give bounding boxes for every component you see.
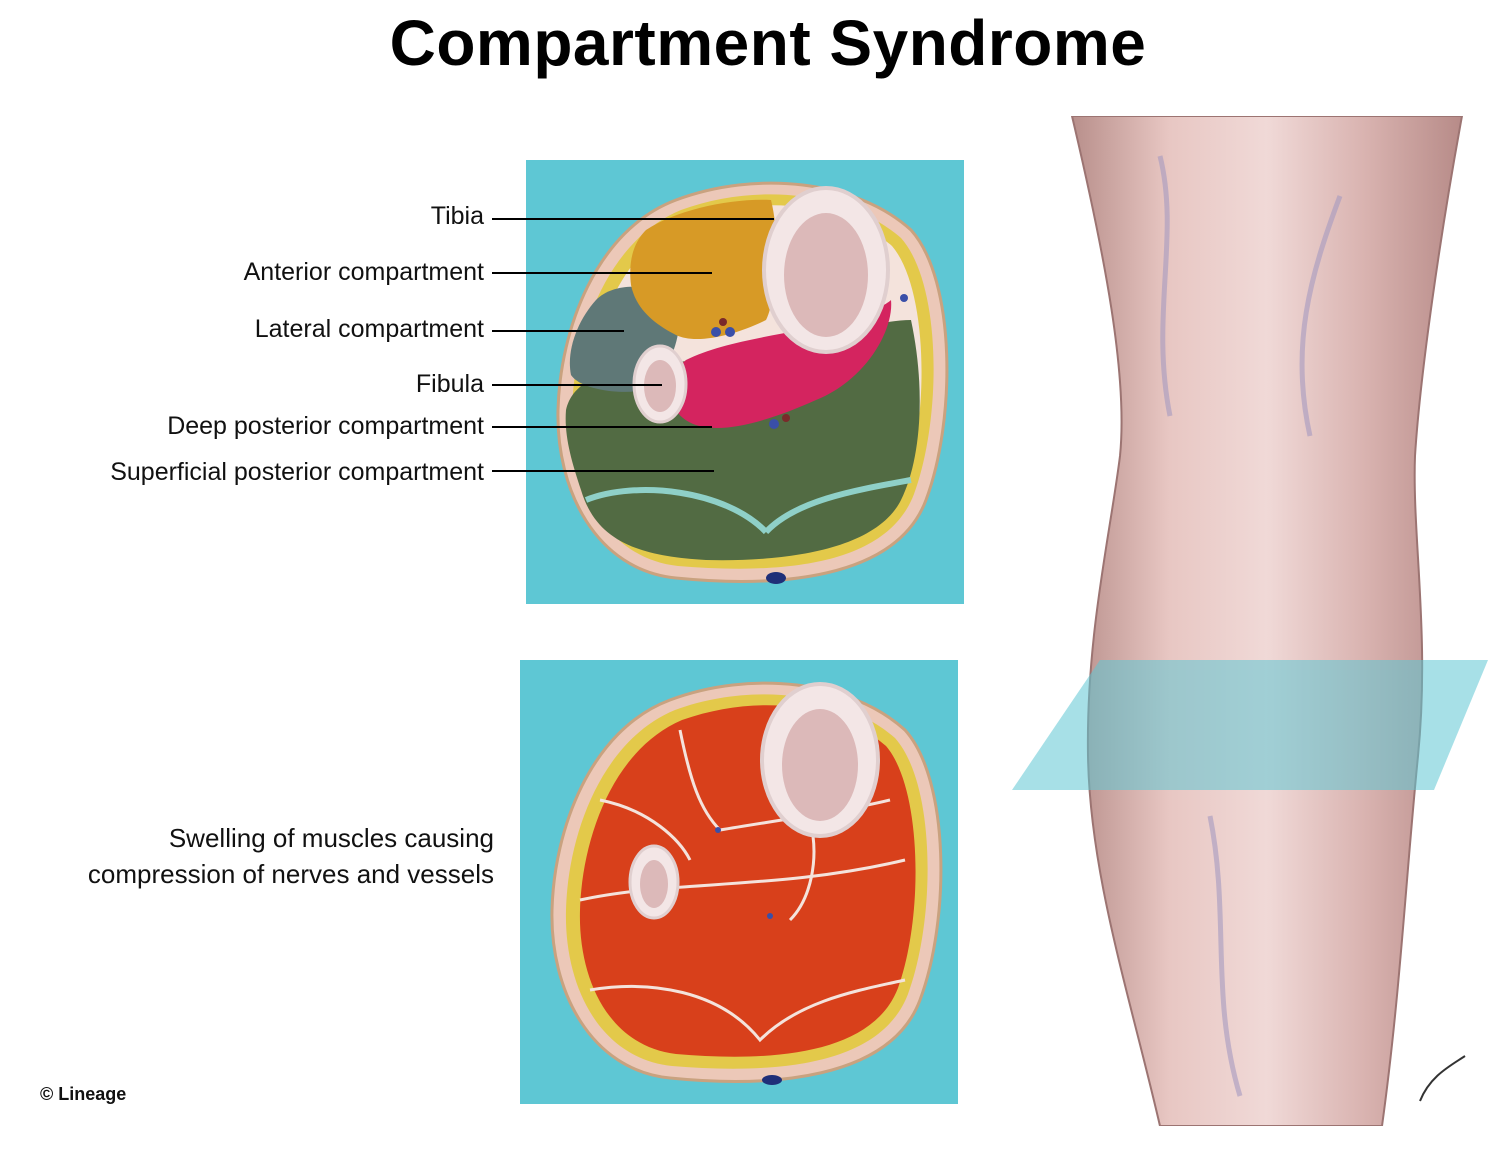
copyright-notice: © Lineage (40, 1084, 127, 1104)
page-title: Compartment Syndrome (389, 7, 1147, 79)
label-tibia: Tibia (430, 202, 484, 230)
leader-fibula (492, 384, 662, 386)
leader-deep-posterior (492, 426, 712, 428)
normal-cross-section-illustration (556, 181, 949, 584)
leg-illustration (1012, 116, 1488, 1126)
swollen-cross-section-panel (520, 660, 958, 1104)
leader-tibia (492, 218, 774, 220)
anterior-compartment (630, 199, 777, 340)
leader-lateral (492, 330, 624, 332)
swelling-caption: Swelling of muscles causing compression … (87, 823, 494, 889)
leg-shape (1070, 116, 1464, 1126)
label-lateral-compartment: Lateral compartment (254, 315, 484, 343)
swollen-cross-section-illustration (550, 681, 943, 1085)
label-fibula: Fibula (415, 370, 484, 398)
label-superficial-posterior-compartment: Superficial posterior compartment (110, 458, 484, 486)
normal-cross-section-panel (526, 160, 964, 604)
label-deep-posterior-compartment: Deep posterior compartment (167, 412, 484, 440)
artist-signature (1419, 1055, 1466, 1102)
leader-superficial-posterior (492, 470, 714, 472)
cross-section-plane (1012, 660, 1488, 790)
leader-anterior (492, 272, 712, 274)
label-anterior-compartment: Anterior compartment (243, 258, 484, 286)
